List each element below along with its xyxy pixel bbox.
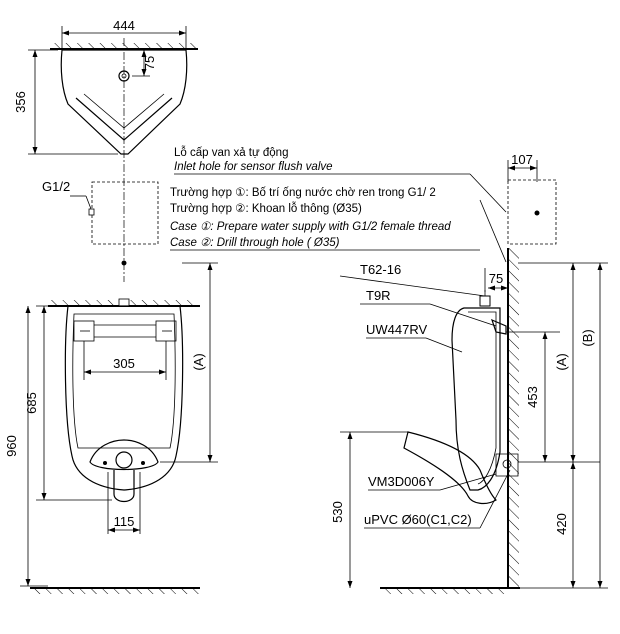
side-spud-t62	[479, 295, 491, 307]
note-case1-en: Case ①: Prepare water supply with G1/2 f…	[170, 221, 451, 233]
dim-A-side: (A)	[554, 353, 569, 370]
dim-305: 305	[113, 356, 135, 371]
urinal-top-outline	[60, 49, 188, 155]
front-floor-hatch	[30, 588, 200, 594]
outlet-pipe	[113, 470, 135, 503]
urinal-side-inner	[468, 311, 497, 485]
urinal-side-outline	[451, 307, 501, 491]
outlet-hole	[115, 451, 133, 469]
dim-685: 685	[24, 392, 39, 414]
dim-107: 107	[511, 152, 533, 167]
note-case2-vi: Trường hợp ②: Khoan lỗ thông (Ø35)	[170, 202, 362, 215]
leader-line	[85, 195, 92, 210]
top-view: 444 75 356	[13, 18, 198, 282]
leader-vm	[439, 473, 497, 491]
outlet-area	[89, 439, 159, 471]
g12-fitting	[88, 208, 95, 216]
dim-75-top: 75	[142, 56, 157, 70]
label-vm3d006y: VM3D006Y	[368, 474, 435, 489]
spud-fitting	[118, 298, 130, 307]
dim-B: (B)	[580, 329, 595, 346]
note-case2-en: Case ②: Drill through hole ( Ø35)	[170, 237, 340, 249]
leader-uw	[425, 337, 463, 353]
label-upvc: uPVC Ø60(C1,C2)	[364, 512, 472, 527]
dim-960: 960	[4, 435, 19, 457]
side-inlet-dot	[534, 210, 540, 216]
notes: Lỗ cấp van xả tự động Inlet hole for sen…	[170, 146, 507, 263]
side-supply-box	[507, 179, 557, 245]
label-g12: G1/2	[42, 179, 70, 194]
inlet-center-dot	[121, 260, 127, 266]
note-leader	[469, 173, 507, 213]
leader-t9r	[429, 303, 497, 327]
supply-box: G1/2	[42, 179, 159, 266]
urinal-front-outline	[64, 305, 184, 491]
supply-box-dashed	[91, 181, 159, 245]
dim-530: 530	[330, 501, 345, 523]
note-case1-vi: Trường hợp ①: Bố trí ống nước chờ ren tr…	[170, 187, 436, 199]
dim-115: 115	[114, 514, 135, 529]
dim-A-front: (A)	[191, 353, 206, 370]
outlet-bolt-right	[141, 461, 145, 465]
label-uw447rv: UW447RV	[366, 322, 428, 337]
front-view: 305 115 685 960 (A)	[4, 262, 218, 594]
urinal-side-lip	[403, 431, 497, 505]
urinal-front-inner	[72, 313, 176, 449]
dim-453: 453	[525, 386, 540, 408]
t9r-valve	[491, 318, 507, 335]
note-leader	[479, 199, 507, 263]
label-t9r: T9R	[366, 288, 391, 303]
side-outlet-hole	[502, 459, 512, 469]
leader-upvc	[479, 469, 511, 529]
dim-444: 444	[113, 18, 135, 33]
side-view: 107 T62-16 T9R UW447RV VM3D006Y uPVC Ø60…	[330, 152, 608, 594]
dim-420: 420	[554, 513, 569, 535]
side-wall-hatch	[509, 248, 519, 588]
dim-356: 356	[13, 91, 28, 113]
outlet-bolt-left	[103, 461, 107, 465]
note-inlet-en: Inlet hole for sensor flush valve	[174, 161, 333, 173]
side-floor-hatch	[380, 588, 508, 594]
note-inlet-vi: Lỗ cấp van xả tự động	[174, 146, 288, 159]
side-outlet-flange	[495, 453, 519, 477]
dim-75-side: 75	[489, 271, 503, 286]
label-t62: T62-16	[360, 262, 401, 277]
leader-t62	[339, 275, 486, 297]
